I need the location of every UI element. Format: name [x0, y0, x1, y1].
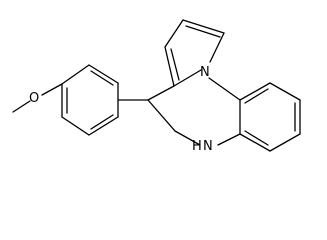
benzo-ring	[239, 82, 301, 152]
dihydropyrazine-ring	[147, 69, 241, 146]
bond-c2-c1	[182, 19, 225, 34]
bond-ch-c3a	[147, 85, 175, 101]
double-bond-pyrrole-b	[185, 25, 221, 38]
methoxy-group	[12, 83, 63, 113]
bond-c3a-n1	[173, 69, 202, 87]
bond-bz1	[239, 82, 271, 101]
bond-c3a-c3	[164, 46, 175, 87]
bond-nh-ch	[174, 130, 201, 146]
bond-oxygen-aryl	[41, 83, 63, 96]
bond-ar1	[61, 64, 90, 85]
chemical-structure-diagram: N H N O	[12, 19, 301, 154]
bond-n1-c9a	[208, 77, 241, 101]
atom-label-amine-hydrogen: H	[192, 139, 202, 154]
double-bond-bz-c	[244, 130, 269, 146]
bond-bz5	[239, 133, 271, 152]
double-bond-ar-b	[90, 114, 114, 130]
bond-c3-c2	[164, 19, 184, 48]
methoxyphenyl-ring	[61, 64, 119, 136]
bond-methyl-oxygen	[12, 100, 31, 113]
atom-label-ether-oxygen: O	[29, 91, 39, 106]
atom-label-amine-nitrogen: N	[203, 139, 213, 154]
bond-bz2	[269, 82, 301, 101]
double-bond-pyrrole-a	[170, 48, 180, 81]
atom-label-ring-nitrogen: N	[200, 65, 210, 80]
double-bond-bz-a	[244, 88, 269, 104]
bond-c1-n	[209, 32, 225, 63]
bond-ch-ch2	[147, 99, 176, 132]
bond-ar5	[61, 116, 90, 136]
bond-ar4	[88, 116, 119, 136]
bond-bz4	[269, 133, 301, 152]
pyrrole-ring	[164, 19, 225, 87]
bond-c5a-nh	[217, 133, 241, 146]
double-bond-ar-a	[90, 70, 114, 86]
bond-ar2	[88, 64, 119, 84]
